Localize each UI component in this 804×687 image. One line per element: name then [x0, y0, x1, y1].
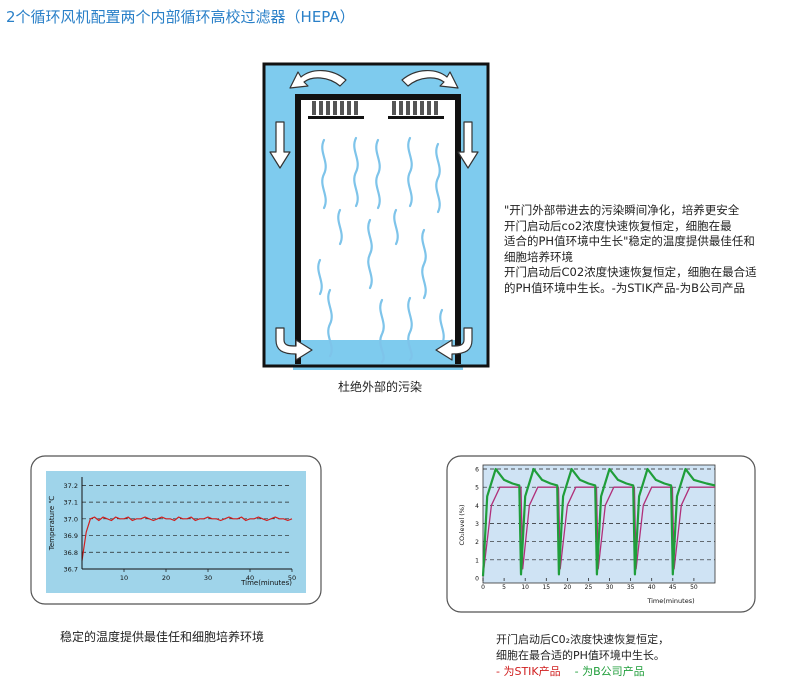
temperature-caption: 稳定的温度提供最佳任和细胞培养环境 [60, 630, 265, 644]
y-tick-label: 36.8 [64, 549, 78, 557]
airflow-arrow-down-left-icon [269, 121, 291, 169]
air-waves [317, 136, 445, 364]
x-tick-label: 20 [162, 574, 170, 582]
hepa-filter-left [308, 101, 364, 119]
legend-red-stik: - 为STIK产品 [496, 665, 561, 678]
y-tick-label: 3 [475, 521, 479, 528]
temperature-x-axis-label: Time(minutes) [240, 579, 292, 587]
series-line-2 [481, 467, 716, 577]
x-tick-label: 40 [648, 584, 656, 591]
co2-y-axis-label: CO₂level (%) [458, 504, 466, 545]
x-tick-label: 45 [669, 584, 677, 591]
temperature-chart: 36.7 36.8 36.9 37.0 37.1 37.2 10 20 30 40 50 Tempe… [30, 455, 322, 605]
x-tick-label: 30 [204, 574, 212, 582]
temperature-y-axis-label: Temperature ℃ [48, 496, 56, 552]
description-line: 细胞培养环境 [504, 249, 573, 264]
co2-x-axis-label: Time(minutes) [646, 597, 694, 605]
temperature-plot-background [46, 471, 306, 593]
description-line: 的PH值环境中生长。-为STIK产品-为B公司产品 [504, 280, 746, 295]
x-tick-label: 25 [585, 584, 593, 591]
y-tick-label: 6 [475, 467, 479, 474]
y-tick-label: 5 [475, 485, 479, 492]
co2-legend: - 为STIK产品 - 为B公司产品 [496, 664, 669, 680]
y-tick-label: 4 [475, 503, 479, 510]
incubator-chamber [295, 94, 461, 367]
diagram-description: "开门外部带进去的污染瞬间净化，培养更安全 开门启动后co2浓度快速恢复恒定，细… [504, 203, 757, 296]
x-tick-label: 35 [627, 584, 635, 591]
co2-caption-line-1: 开门启动后C0₂浓度快速恢复恒定， [496, 633, 670, 646]
y-tick-label: 36.9 [64, 532, 78, 540]
airflow-arrow-top-left-icon [289, 70, 347, 89]
co2-caption-line-2: 细胞在最合适的PH值环境中生长。 [496, 649, 665, 662]
description-line: 适合的PH值环境中生长"稳定的温度提供最佳任和 [504, 234, 755, 248]
y-tick-label: 37.0 [64, 515, 78, 523]
co2-caption: 开门启动后C0₂浓度快速恢复恒定， 细胞在最合适的PH值环境中生长。 - 为ST… [496, 632, 669, 680]
x-tick-label: 15 [542, 584, 550, 591]
airflow-arrow-bottom-right-icon [435, 327, 473, 361]
diagram-caption: 杜绝外部的污染 [337, 380, 422, 394]
x-tick-label: 10 [521, 584, 529, 591]
y-tick-label: 37.1 [64, 499, 78, 507]
x-tick-label: 50 [288, 574, 296, 582]
airflow-arrow-bottom-left-icon [275, 327, 313, 361]
incubator-airflow-diagram [262, 62, 490, 370]
x-tick-label: 50 [690, 584, 698, 591]
page-title: 2个循环风机配置两个内部循环高校过滤器（HEPA） [6, 8, 355, 26]
x-tick-label: 0 [481, 584, 485, 591]
y-tick-label: 2 [475, 539, 479, 546]
description-line: 开门启动后C02浓度快速恢复恒定，细胞在最合适 [504, 265, 757, 279]
x-tick-label: 10 [120, 574, 128, 582]
y-tick-label: 0 [475, 576, 479, 583]
hepa-filter-right [388, 101, 444, 119]
y-tick-label: 1 [475, 557, 479, 564]
x-tick-label: 30 [606, 584, 614, 591]
x-tick-label: 20 [564, 584, 572, 591]
airflow-arrow-down-right-icon [457, 121, 479, 169]
legend-green-b-company: - 为B公司产品 [574, 665, 645, 678]
description-line: "开门外部带进去的污染瞬间净化，培养更安全 [504, 203, 740, 217]
description-line: 开门启动后co2浓度快速恢复恒定，细胞在最 [504, 218, 732, 233]
x-tick-label: 40 [246, 574, 254, 582]
x-tick-label: 5 [502, 584, 506, 591]
series-line-1 [81, 516, 293, 561]
y-tick-label: 36.7 [64, 566, 78, 574]
y-tick-label: 37.2 [64, 482, 78, 490]
airflow-arrow-top-right-icon [401, 70, 459, 89]
